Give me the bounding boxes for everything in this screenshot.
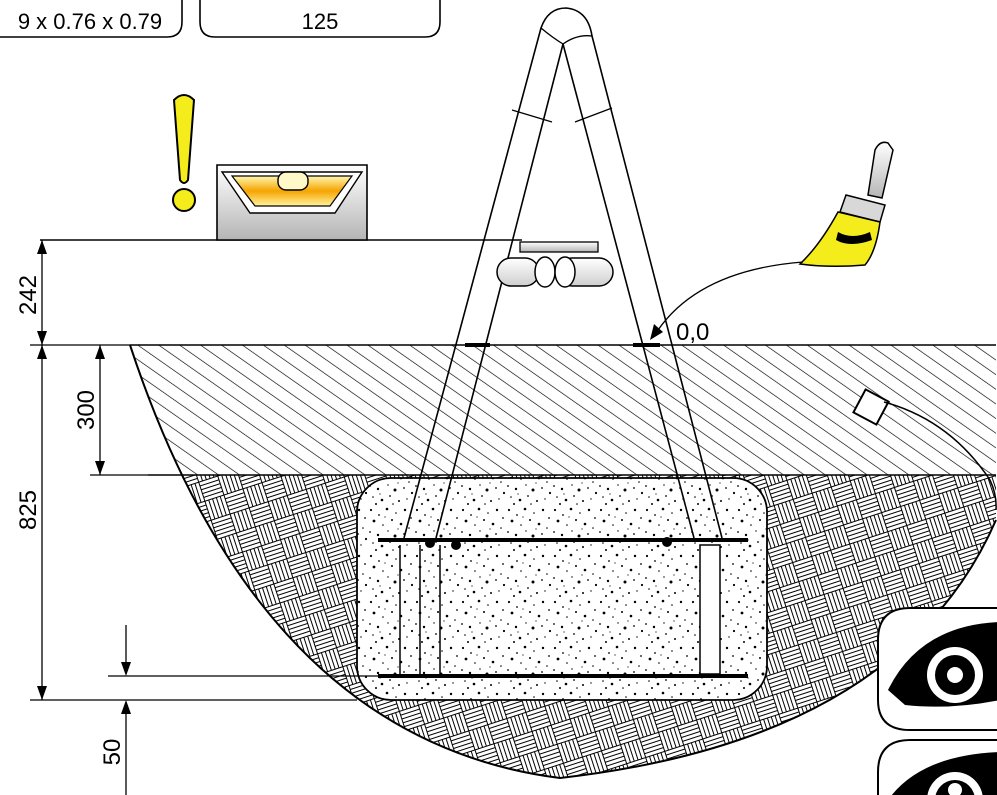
eye-icon-second[interactable] bbox=[877, 739, 997, 795]
header-box-left: 9 x 0.76 x 0.79 bbox=[0, 0, 183, 38]
warning-exclamation-icon bbox=[172, 94, 196, 212]
gravel-foundation bbox=[356, 477, 768, 701]
dimension-300: 300 bbox=[73, 390, 100, 430]
header-box-right: 125 bbox=[199, 0, 441, 38]
zero-label: 0,0 bbox=[676, 319, 709, 346]
eye-icon[interactable] bbox=[877, 607, 997, 731]
dimension-50: 50 bbox=[99, 739, 126, 766]
crossbar-pipes bbox=[496, 241, 614, 288]
dimension-lines bbox=[30, 240, 378, 795]
anchor-rods bbox=[378, 537, 748, 678]
paintbrush-icon bbox=[798, 141, 894, 268]
dimension-825: 825 bbox=[15, 490, 42, 530]
a-frame bbox=[403, 7, 723, 539]
zero-pointer-arrow bbox=[657, 261, 804, 331]
zero-pointer-arrowhead bbox=[650, 324, 663, 340]
box-left-text: 9 x 0.76 x 0.79 bbox=[18, 9, 162, 34]
spirit-level-icon bbox=[216, 164, 368, 241]
dimension-242: 242 bbox=[15, 275, 42, 315]
sensor-icon bbox=[852, 388, 997, 511]
post-legs-underground bbox=[399, 544, 721, 675]
box-right-text: 125 bbox=[302, 9, 339, 34]
